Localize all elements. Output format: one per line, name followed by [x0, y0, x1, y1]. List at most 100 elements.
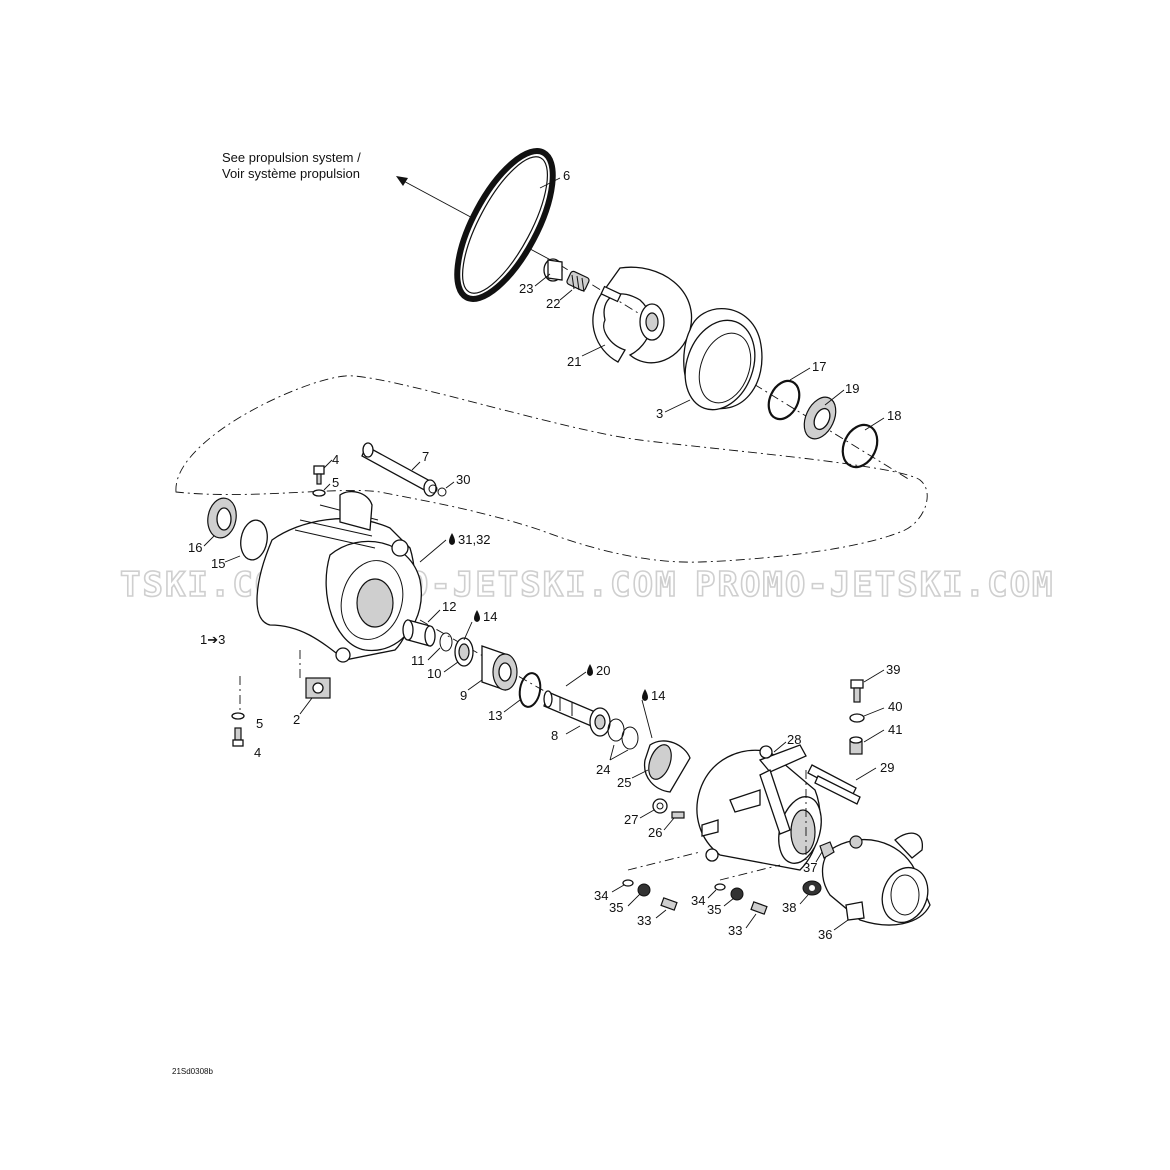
- callout-7: 7: [422, 449, 429, 464]
- callout-38: 38: [782, 900, 796, 915]
- callout-33a: 33: [637, 913, 651, 928]
- callout-19: 19: [845, 381, 859, 396]
- callout-41: 41: [888, 722, 902, 737]
- part-4-bolt-top: [313, 465, 325, 485]
- part-26-screw: [671, 811, 685, 819]
- callout-9: 9: [460, 688, 467, 703]
- callout-3: 3: [656, 406, 663, 421]
- axis-line-upper: [559, 264, 911, 481]
- part-19-bearing: [803, 396, 837, 440]
- part-4-bolt-bottom: [232, 727, 244, 747]
- part-34-washer-b: [714, 883, 726, 891]
- callout-8: 8: [551, 728, 558, 743]
- callout-15: 15: [211, 556, 225, 571]
- watermark-3: PROMO-JETSKI.COM: [695, 565, 1055, 605]
- callout-35b: 35: [707, 902, 721, 917]
- main-pump-housing: [256, 491, 422, 663]
- callout-29: 29: [880, 760, 894, 775]
- callout-35a: 35: [609, 900, 623, 915]
- part-38-nut: [802, 880, 822, 896]
- part-5-washer-bottom: [231, 712, 245, 720]
- part-35-nut-a: [637, 883, 651, 897]
- part-15-o-ring: [240, 519, 268, 561]
- part-13-circlip: [518, 672, 542, 708]
- callout-20: 20: [596, 663, 610, 678]
- callout-34a: 34: [594, 888, 608, 903]
- part-27-washer: [652, 798, 668, 814]
- part-28-venturi-housing: [696, 744, 822, 871]
- part-3-ring-housing: [683, 308, 763, 411]
- part-25-cone: [643, 740, 691, 793]
- part-10-seal: [454, 637, 474, 667]
- part-39-bolt: [850, 679, 864, 703]
- callout-labels: 6 23 22 21 3 17 19 18 7 4 5 30 16 15 31,…: [188, 168, 902, 942]
- callout-13: 13: [488, 708, 502, 723]
- part-33-bolt-b: [750, 901, 768, 915]
- part-11-ring: [439, 632, 453, 652]
- part-23-sleeve: [543, 258, 563, 282]
- callout-27: 27: [624, 812, 638, 827]
- part-30-o-rings: [428, 484, 447, 497]
- callout-17: 17: [812, 359, 826, 374]
- lubricant-drop-icon-20: [587, 664, 593, 676]
- drawing-code: 21Sd0308b: [172, 1067, 213, 1076]
- part-37-nut: [819, 841, 835, 859]
- callout-10: 10: [427, 666, 441, 681]
- callout-28: 28: [787, 732, 801, 747]
- part-16-seal: [207, 497, 237, 539]
- lubricant-drop-icon-3132: [449, 533, 455, 545]
- callout-40: 40: [888, 699, 902, 714]
- part-33-bolt-a: [660, 897, 678, 911]
- part-22-spring: [566, 270, 590, 293]
- callout-4-bottom: 4: [254, 745, 261, 760]
- callout-11: 11: [411, 653, 425, 668]
- callout-39: 39: [886, 662, 900, 677]
- callout-14a: 14: [483, 609, 497, 624]
- part-35-nut-b: [730, 887, 744, 901]
- callout-14b: 14: [651, 688, 665, 703]
- part-36-nozzle: [821, 832, 931, 926]
- callout-34b: 34: [691, 893, 705, 908]
- part-9-bearing: [481, 645, 518, 691]
- propulsion-note-line2: Voir système propulsion: [222, 166, 360, 181]
- callout-4-top: 4: [332, 452, 339, 467]
- lubricant-drop-icon-14a: [474, 610, 480, 622]
- part-40-washer: [849, 713, 865, 723]
- part-2-block: [305, 677, 331, 699]
- callout-36: 36: [818, 927, 832, 942]
- part-21-impeller: [592, 266, 693, 364]
- callout-12: 12: [442, 599, 456, 614]
- leader-lines: [203, 177, 885, 931]
- callout-5-top: 5: [332, 475, 339, 490]
- part-29-pins: [807, 764, 861, 805]
- part-8-shaft: [543, 690, 611, 737]
- callout-30: 30: [456, 472, 470, 487]
- callout-26: 26: [648, 825, 662, 840]
- part-5-washer-top: [312, 489, 326, 497]
- callout-25: 25: [617, 775, 631, 790]
- part-6-wear-ring: [454, 148, 556, 302]
- propulsion-note-line1: See propulsion system /: [222, 150, 361, 165]
- callout-16: 16: [188, 540, 202, 555]
- assembly-boundary: [175, 375, 928, 563]
- callout-23: 23: [519, 281, 533, 296]
- callout-1-to-3: 1➔3: [200, 632, 225, 647]
- part-24-o-rings: [607, 718, 639, 750]
- part-17-circlip: [767, 379, 801, 421]
- propulsion-arrow-head: [396, 176, 408, 186]
- part-41-spacer: [849, 736, 863, 755]
- callout-18: 18: [887, 408, 901, 423]
- callout-31-32: 31,32: [458, 532, 491, 547]
- callout-22: 22: [546, 296, 560, 311]
- callout-2: 2: [293, 712, 300, 727]
- part-18-o-ring: [841, 423, 879, 469]
- part-34-washer-a: [622, 879, 634, 887]
- callout-37: 37: [803, 860, 817, 875]
- callout-21: 21: [567, 354, 581, 369]
- part-12-sleeve: [402, 619, 436, 647]
- lubricant-drop-icon-14b: [642, 689, 648, 701]
- callout-33b: 33: [728, 923, 742, 938]
- callout-24: 24: [596, 762, 610, 777]
- callout-5-bottom: 5: [256, 716, 263, 731]
